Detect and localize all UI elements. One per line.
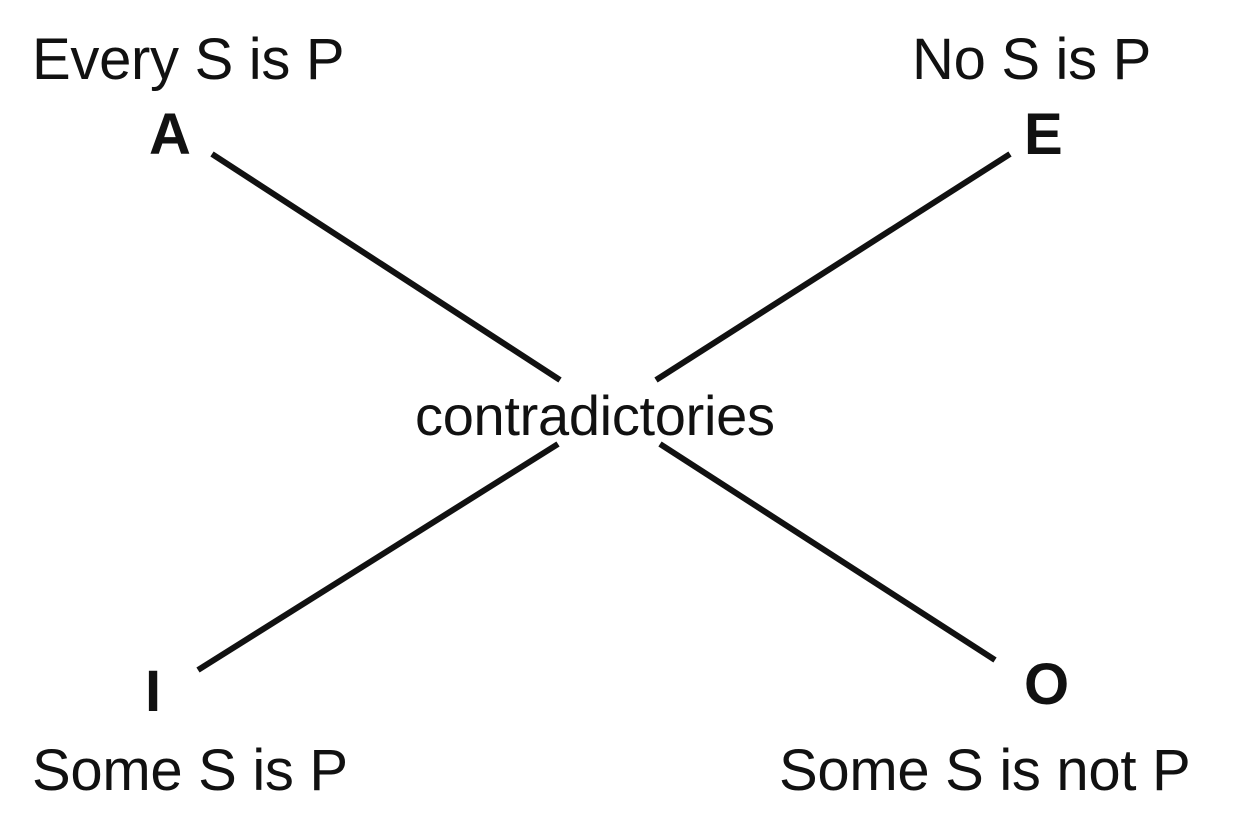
line-center-to-o <box>658 441 997 663</box>
statement-o: Some S is not P <box>779 738 1191 803</box>
line-center-to-i <box>196 441 560 673</box>
statement-e: No S is P <box>912 27 1152 92</box>
center-label-contradictories: contradictories <box>415 384 775 447</box>
corner-letter-a: A <box>149 102 191 167</box>
corner-letter-i: I <box>145 659 162 724</box>
statement-a: Every S is P <box>32 27 345 92</box>
line-a-to-center <box>210 151 562 383</box>
statement-i: Some S is P <box>32 738 348 803</box>
corner-letter-e: E <box>1024 102 1063 167</box>
line-e-to-center <box>654 151 1012 383</box>
corner-letter-o: O <box>1024 652 1070 717</box>
